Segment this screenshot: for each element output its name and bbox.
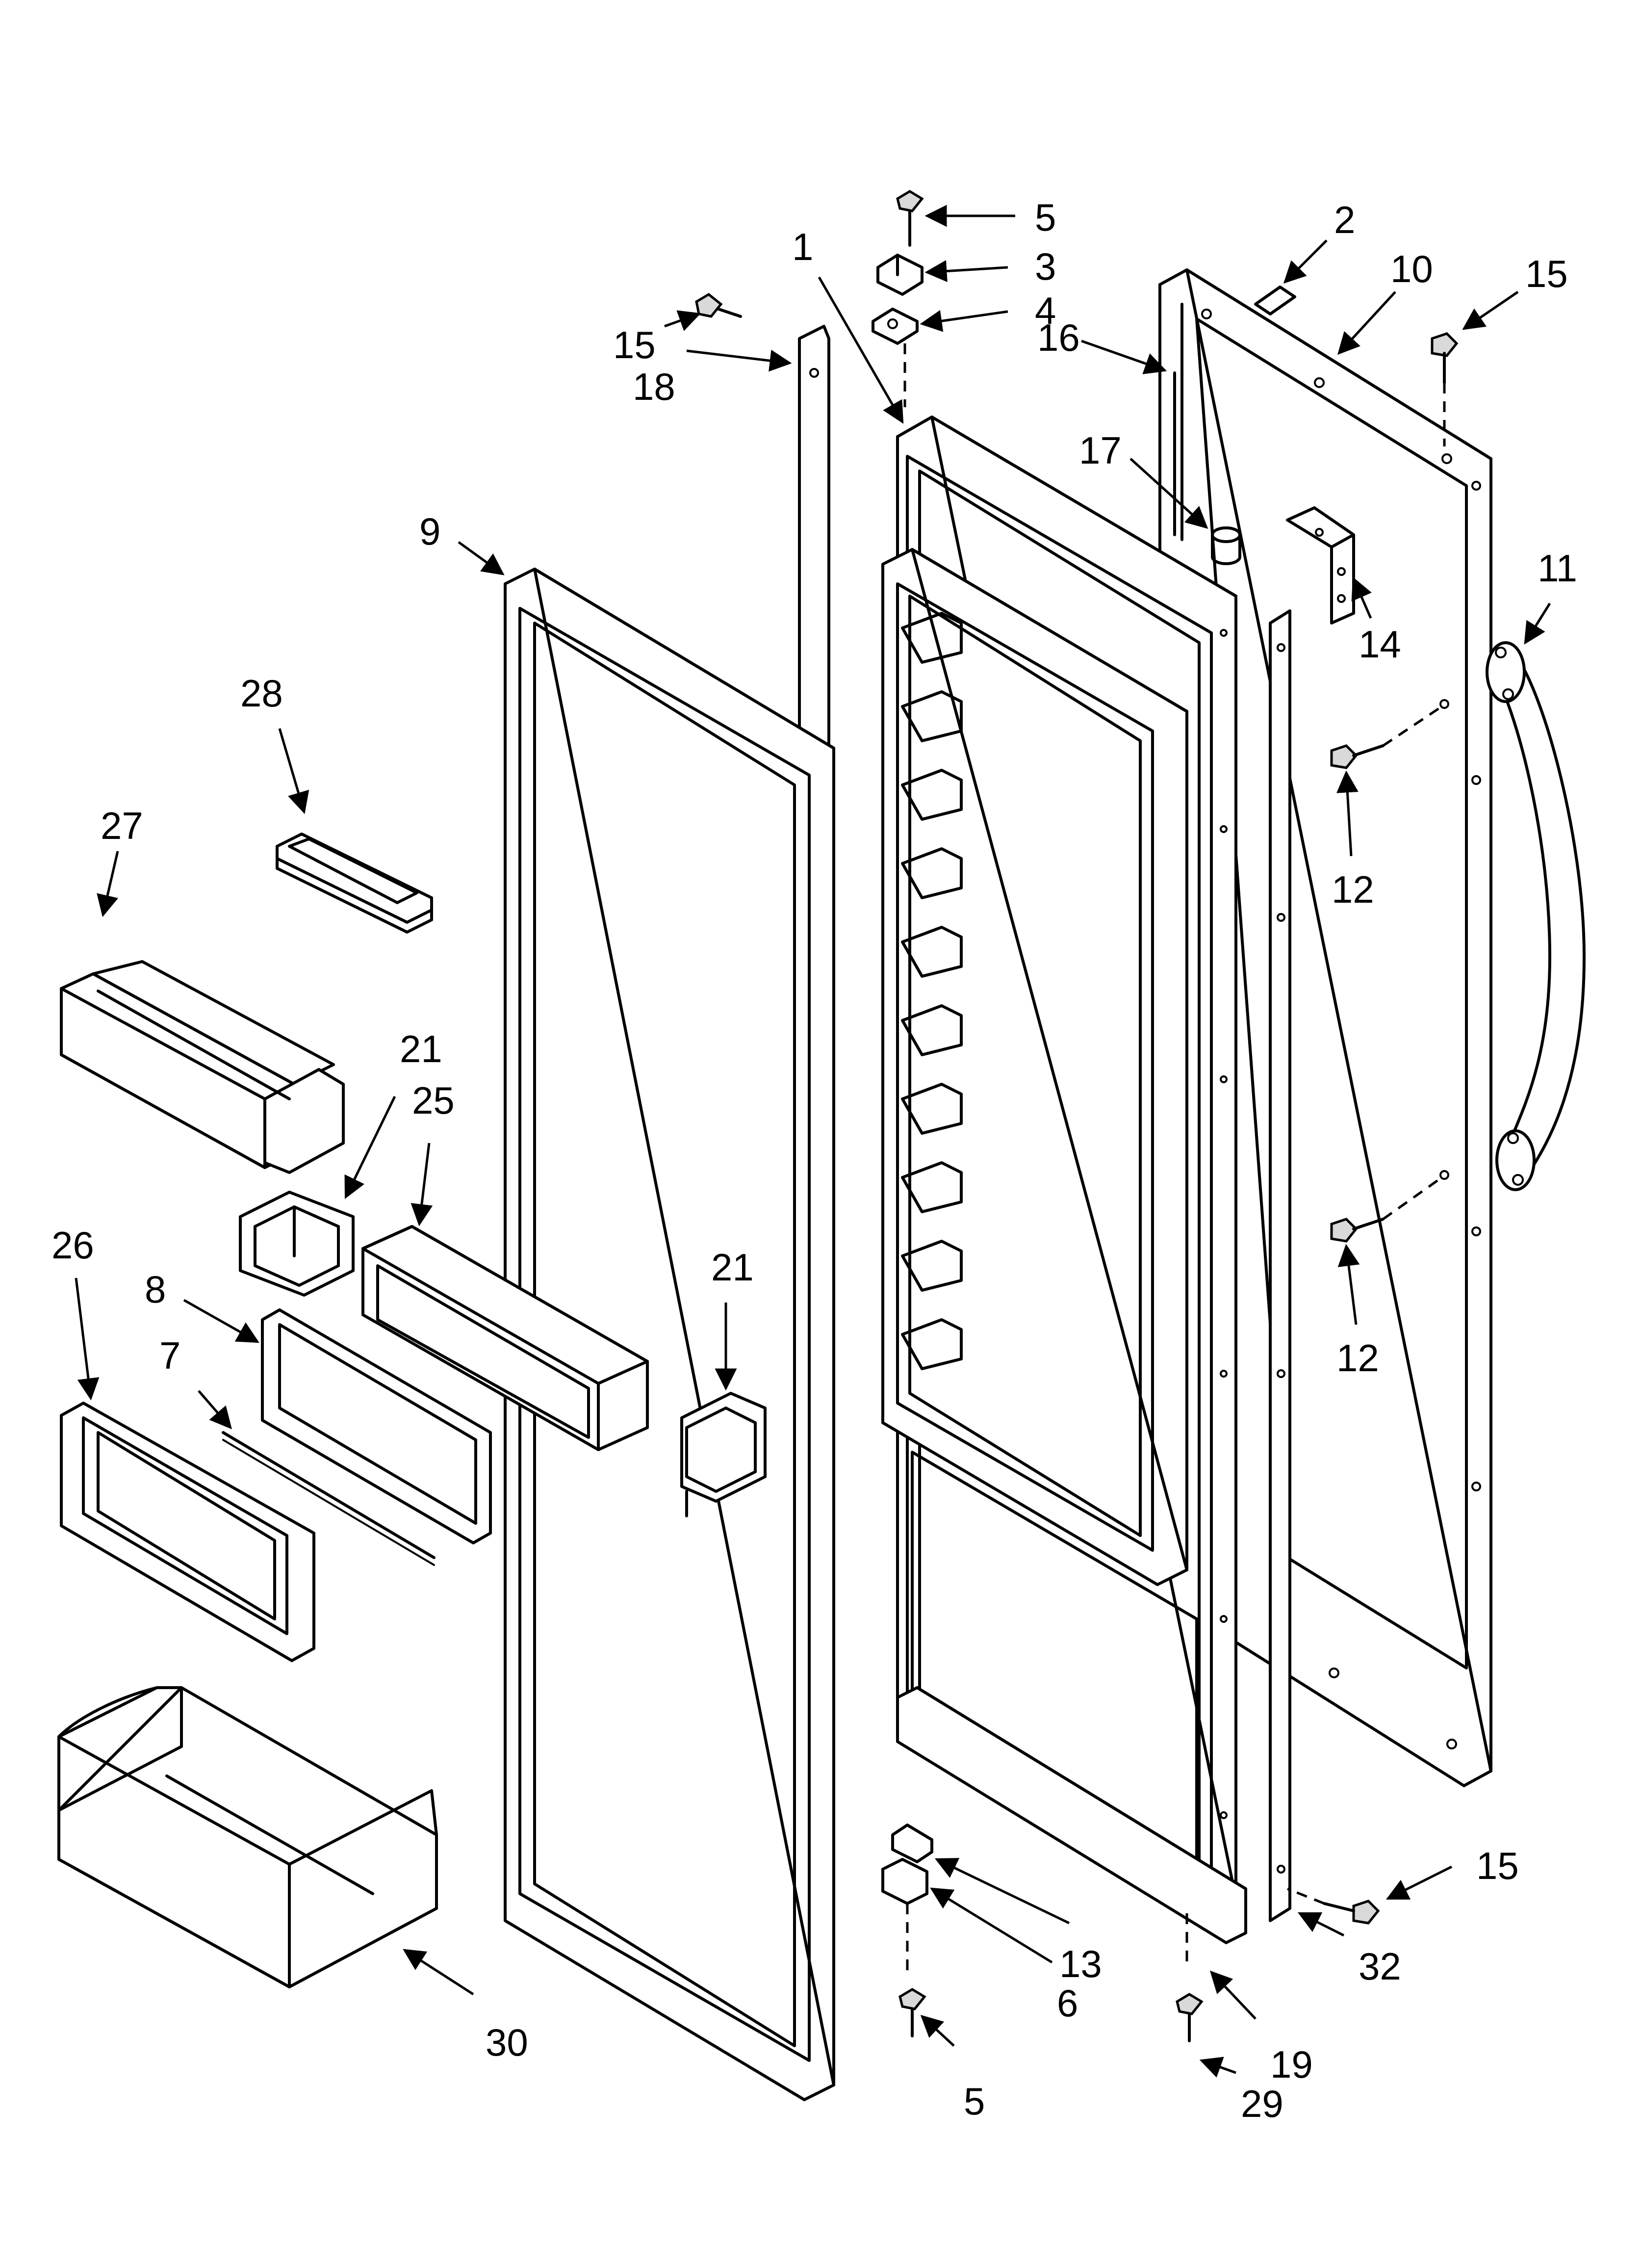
callout-27: 27 bbox=[101, 804, 143, 847]
callout-5-top: 5 bbox=[1035, 196, 1056, 239]
callout-1: 1 bbox=[792, 225, 813, 268]
bracket-part-14 bbox=[1286, 506, 1355, 625]
strip-part-16 bbox=[1158, 362, 1176, 536]
callout-18: 18 bbox=[633, 365, 675, 408]
callout-4: 4 bbox=[1035, 289, 1056, 332]
screw-part-12-lower bbox=[1330, 1170, 1449, 1243]
pin-part-7 bbox=[222, 1431, 436, 1566]
callout-10: 10 bbox=[1390, 247, 1433, 290]
callout-26: 26 bbox=[51, 1224, 94, 1267]
callout-21-upper: 21 bbox=[400, 1027, 442, 1070]
callout-8: 8 bbox=[145, 1268, 166, 1311]
callout-9: 9 bbox=[419, 510, 440, 553]
callout-13: 13 bbox=[1059, 1942, 1102, 1985]
callout-6: 6 bbox=[1057, 1981, 1078, 2025]
gasket-part-9 bbox=[504, 568, 835, 2101]
bin-part-27 bbox=[60, 960, 345, 1174]
screw-part-15-top-right bbox=[1431, 332, 1459, 446]
leader-arrows bbox=[75, 205, 1551, 2078]
bumper-part-17 bbox=[1211, 526, 1241, 565]
label-part-2 bbox=[1254, 286, 1296, 315]
callout-11: 11 bbox=[1538, 547, 1577, 590]
callout-15-bottom-right: 15 bbox=[1476, 1844, 1519, 1887]
door-part-26 bbox=[60, 1402, 315, 1662]
compartment-part-25 bbox=[361, 1225, 649, 1451]
callout-3: 3 bbox=[1035, 245, 1056, 288]
screw-part-15-bottom-right bbox=[1287, 1887, 1380, 1925]
callout-25: 25 bbox=[412, 1079, 455, 1122]
callout-17: 17 bbox=[1079, 429, 1122, 472]
callout-12-lower: 12 bbox=[1336, 1336, 1379, 1380]
callout-15-top-right: 15 bbox=[1525, 252, 1568, 295]
cap-part-21-upper bbox=[239, 1191, 355, 1297]
door-assembly-part-1 bbox=[881, 416, 1237, 1920]
handle-part-11 bbox=[1486, 641, 1586, 1191]
bin-part-28 bbox=[276, 833, 433, 934]
hinge-top-parts bbox=[872, 190, 924, 407]
callout-14: 14 bbox=[1359, 623, 1401, 666]
callout-15-top-left: 15 bbox=[613, 323, 656, 366]
callout-30: 30 bbox=[486, 2021, 528, 2064]
door-panel-part-10 bbox=[1158, 268, 1492, 1787]
callout-28: 28 bbox=[240, 672, 283, 715]
callout-2: 2 bbox=[1334, 198, 1355, 241]
callout-29: 29 bbox=[1241, 2082, 1283, 2125]
hinge-bottom-parts bbox=[881, 1686, 1247, 2042]
bin-part-30 bbox=[57, 1686, 438, 1988]
screw-part-12-upper bbox=[1330, 699, 1449, 769]
frame-part-8 bbox=[261, 1308, 492, 1544]
callout-7: 7 bbox=[159, 1334, 180, 1377]
callout-12-upper: 12 bbox=[1332, 868, 1374, 911]
callout-19: 19 bbox=[1270, 2043, 1313, 2086]
callout-5-bottom: 5 bbox=[964, 2080, 985, 2123]
strip-part-32 bbox=[1269, 609, 1291, 1922]
callout-32: 32 bbox=[1359, 1945, 1401, 1988]
callout-21-lower: 21 bbox=[711, 1246, 754, 1289]
callout-16: 16 bbox=[1037, 316, 1080, 359]
screw-part-15-top-left bbox=[695, 292, 742, 318]
cap-part-21-lower bbox=[680, 1392, 767, 1517]
